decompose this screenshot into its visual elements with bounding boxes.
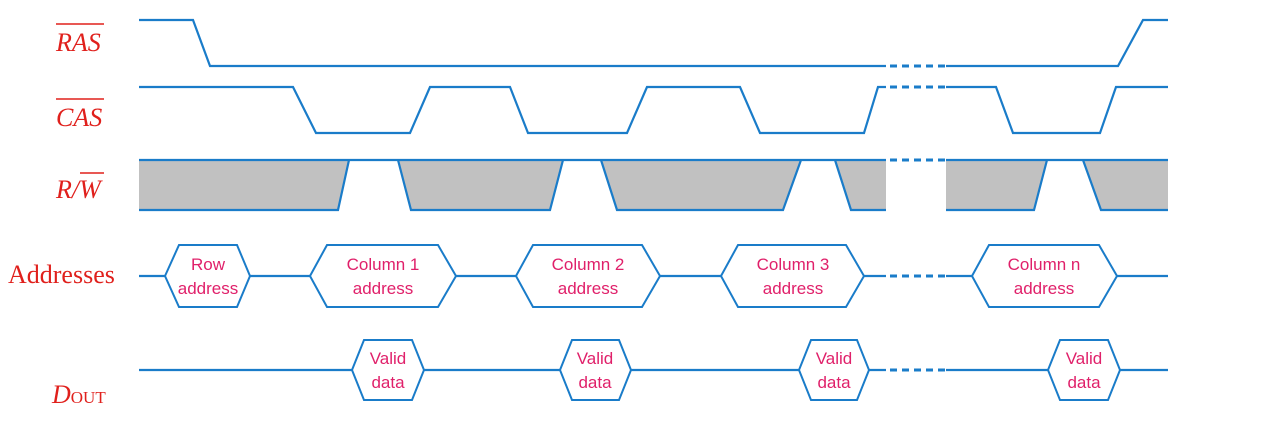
dout-label: DOUT (51, 380, 106, 409)
svg-text:address: address (1014, 279, 1074, 298)
address-box-column-2: Column 2 address (514, 244, 662, 308)
dout-label-sub: OUT (71, 388, 107, 407)
svg-text:Column 1: Column 1 (347, 255, 420, 274)
svg-text:address: address (558, 279, 618, 298)
rw-waveform (139, 158, 1168, 212)
svg-text:Row: Row (191, 255, 226, 274)
svg-text:data: data (817, 373, 851, 392)
svg-text:Valid: Valid (577, 349, 614, 368)
svg-text:R/W: R/W (55, 175, 103, 204)
svg-text:data: data (578, 373, 612, 392)
svg-text:Column 2: Column 2 (552, 255, 625, 274)
rw-label-r: R/ (55, 175, 82, 204)
rw-label-w: W (79, 175, 103, 204)
svg-text:Valid: Valid (370, 349, 407, 368)
cas-label-text: CAS (56, 103, 102, 132)
svg-text:Column n: Column n (1008, 255, 1081, 274)
address-box-column-1: Column 1 address (308, 244, 458, 308)
svg-text:address: address (353, 279, 413, 298)
address-box-column-n: Column n address (970, 244, 1119, 308)
addresses-label: Addresses (8, 260, 115, 289)
data-box-1: Valid data (350, 339, 426, 401)
cas-waveform-end (946, 85, 1168, 135)
cas-label: CAS (56, 98, 104, 132)
data-box-2: Valid data (558, 339, 633, 401)
svg-text:Column 3: Column 3 (757, 255, 830, 274)
ras-label: RAS (55, 23, 104, 57)
address-box-column-3: Column 3 address (719, 244, 866, 308)
svg-text:Valid: Valid (1066, 349, 1103, 368)
rw-label: R/W (55, 172, 104, 204)
svg-text:data: data (371, 373, 405, 392)
ras-label-text: RAS (55, 28, 101, 57)
dout-label-d: D (51, 380, 71, 409)
svg-text:address: address (763, 279, 823, 298)
data-box-3: Valid data (797, 339, 871, 401)
ras-waveform-end (946, 18, 1168, 68)
svg-text:address: address (178, 279, 238, 298)
svg-text:data: data (1067, 373, 1101, 392)
cas-waveform (139, 85, 886, 135)
svg-text:Valid: Valid (816, 349, 853, 368)
address-box-row: Row address (163, 244, 252, 308)
ras-waveform (139, 18, 886, 68)
data-box-n: Valid data (1046, 339, 1122, 401)
